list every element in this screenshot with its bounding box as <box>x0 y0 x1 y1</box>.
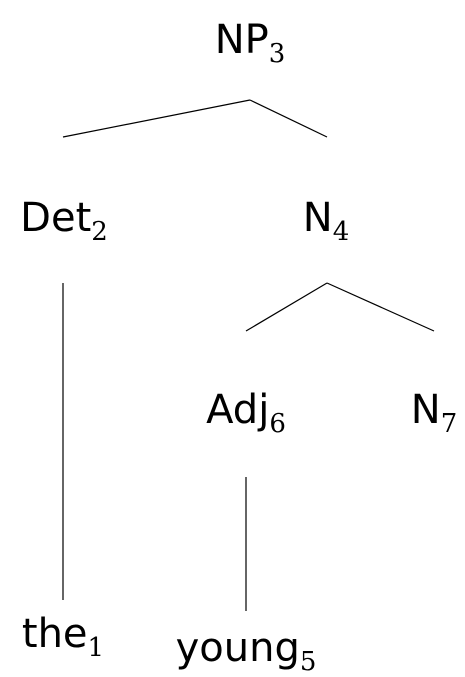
edge-n4-n7 <box>326 282 435 332</box>
node-np: NP3 <box>214 17 286 67</box>
node-adj-index: 6 <box>269 409 286 440</box>
node-n7-index: 7 <box>440 409 458 440</box>
node-n4: N4 <box>302 195 349 245</box>
edge-n4-adj <box>245 282 328 332</box>
node-adj: Adj6 <box>206 387 286 437</box>
node-adj-label: Adj <box>206 387 270 433</box>
node-the-label: the <box>21 611 88 657</box>
node-the: the1 <box>21 611 104 661</box>
node-n4-label: N <box>302 195 333 241</box>
node-n7-label: N <box>410 387 441 433</box>
node-young-index: 5 <box>299 647 317 677</box>
node-np-index: 3 <box>268 39 286 70</box>
node-np-label: NP <box>214 17 269 63</box>
edge-np-n4 <box>249 99 328 138</box>
node-det: Det2 <box>20 195 108 245</box>
node-the-index: 1 <box>87 633 105 664</box>
node-n7: N7 <box>410 387 457 437</box>
node-det-index: 2 <box>91 217 108 248</box>
edge-np-det <box>62 99 251 138</box>
node-n4-index: 4 <box>332 217 350 248</box>
node-young: young5 <box>175 625 317 675</box>
node-young-label: young <box>175 625 300 671</box>
node-det-label: Det <box>20 195 92 241</box>
